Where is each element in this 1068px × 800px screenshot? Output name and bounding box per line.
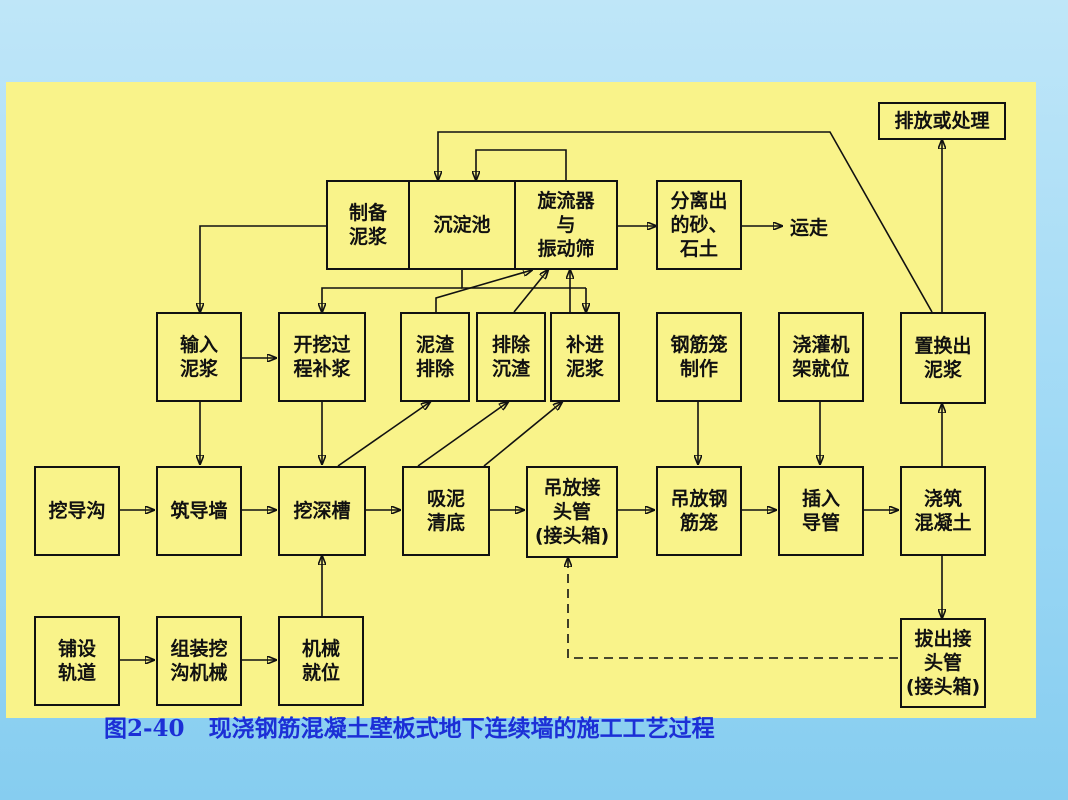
box-machine-position-label: 机械 就位 — [301, 638, 340, 684]
box-pour-rig-position-label: 浇灌机 架就位 — [792, 334, 850, 380]
box-cage-making-label: 钢筋笼 制作 — [670, 334, 728, 380]
box-slag-removal-label: 泥渣 排除 — [415, 334, 454, 380]
box-cage-making: 钢筋笼 制作 — [656, 312, 742, 402]
arrow-sediment-to-cyclone — [513, 270, 548, 313]
box-sedimentation-tank: 沉淀池 — [408, 180, 516, 270]
arrow-extract-to-joint-dashed — [568, 558, 898, 659]
box-pour-concrete: 浇筑 混凝土 — [900, 466, 986, 556]
box-pour-rig-position: 浇灌机 架就位 — [778, 312, 864, 402]
box-separated-sand-label: 分离出 的砂、 石土 — [670, 190, 728, 260]
box-cyclone-screen-label: 旋流器 与 振动筛 — [537, 190, 595, 260]
box-extract-joint-tube-label: 拔出接 头管 (接头箱) — [905, 628, 981, 698]
box-build-guide-wall: 筑导墙 — [156, 466, 242, 556]
box-lift-steel-cage-label: 吊放钢 筋笼 — [670, 488, 728, 534]
box-sediment-removal: 排除 沉渣 — [476, 312, 546, 402]
box-slag-removal: 泥渣 排除 — [400, 312, 470, 402]
box-discharge-or-treat: 排放或处理 — [878, 102, 1006, 140]
box-input-mud: 输入 泥浆 — [156, 312, 242, 402]
box-dig-deep-trench: 挖深槽 — [278, 466, 366, 556]
arrow-bus-to-digging-supply — [322, 287, 462, 312]
box-insert-tube: 插入 导管 — [778, 466, 864, 556]
box-lay-track-label: 铺设 轨道 — [57, 638, 96, 684]
arrow-slag-to-cyclone — [435, 270, 532, 312]
box-replace-mud-label: 置换出 泥浆 — [914, 335, 972, 381]
box-lay-track: 铺设 轨道 — [34, 616, 120, 706]
box-add-mud: 补进 泥浆 — [550, 312, 620, 402]
arrow-cyclone-to-sedimentation-loop — [476, 149, 567, 182]
arrow-replace-to-sedimentation — [438, 131, 933, 313]
arrow-prep-to-input — [200, 225, 326, 312]
arrow-trench-to-slag — [337, 402, 430, 467]
figure-caption: 图2-40 现浇钢筋混凝土壁板式地下连续墙的施工工艺过程 — [104, 715, 715, 742]
box-dig-guide-trench-label: 挖导沟 — [48, 500, 106, 522]
box-sediment-removal-label: 排除 沉渣 — [491, 334, 530, 380]
box-pour-concrete-label: 浇筑 混凝土 — [914, 488, 972, 534]
arrow-clean-to-sediment — [417, 402, 508, 467]
box-lift-joint-tube: 吊放接 头管 (接头箱) — [526, 466, 618, 558]
box-assemble-machine: 组装挖 沟机械 — [156, 616, 242, 706]
box-sedimentation-tank-label: 沉淀池 — [433, 214, 491, 236]
label-transport: 运走 — [790, 217, 828, 239]
box-replace-mud: 置换出 泥浆 — [900, 312, 986, 404]
box-assemble-machine-label: 组装挖 沟机械 — [170, 638, 228, 684]
box-suction-clean: 吸泥 清底 — [402, 466, 490, 556]
box-prepare-mud: 制备 泥浆 — [326, 180, 410, 270]
box-input-mud-label: 输入 泥浆 — [179, 334, 218, 380]
box-lift-steel-cage: 吊放钢 筋笼 — [656, 466, 742, 556]
box-add-mud-label: 补进 泥浆 — [565, 334, 604, 380]
box-digging-supply-mud: 开挖过 程补浆 — [278, 312, 366, 402]
box-lift-joint-tube-label: 吊放接 头管 (接头箱) — [534, 477, 610, 547]
box-build-guide-wall-label: 筑导墙 — [170, 500, 228, 522]
box-discharge-or-treat-label: 排放或处理 — [894, 110, 990, 132]
arrow-clean-to-add-mud — [483, 402, 562, 467]
box-dig-guide-trench: 挖导沟 — [34, 466, 120, 556]
box-machine-position: 机械 就位 — [278, 616, 364, 706]
box-insert-tube-label: 插入 导管 — [801, 488, 840, 534]
box-dig-deep-trench-label: 挖深槽 — [293, 500, 351, 522]
box-cyclone-screen: 旋流器 与 振动筛 — [514, 180, 618, 270]
box-separated-sand: 分离出 的砂、 石土 — [656, 180, 742, 270]
box-prepare-mud-label: 制备 泥浆 — [348, 202, 387, 248]
box-suction-clean-label: 吸泥 清底 — [426, 488, 465, 534]
box-extract-joint-tube: 拔出接 头管 (接头箱) — [900, 618, 986, 708]
box-digging-supply-mud-label: 开挖过 程补浆 — [293, 334, 351, 380]
